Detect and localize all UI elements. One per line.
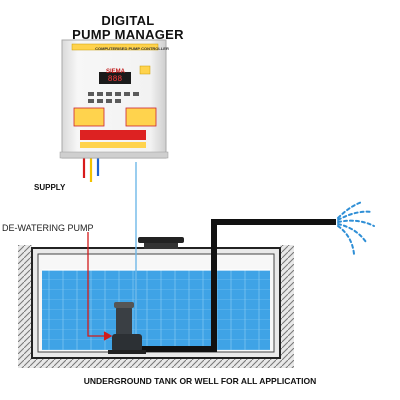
panel-buttons <box>88 92 139 103</box>
delivery-pipe <box>138 219 336 352</box>
warning-label <box>73 107 105 127</box>
control-panel: 888 <box>59 39 169 159</box>
panel-indicator <box>139 65 151 75</box>
panel-strip-label: COMPUTERISED PUMP CONTROLLER <box>95 46 169 51</box>
tank <box>31 247 281 359</box>
water-spray <box>337 201 375 255</box>
water <box>42 270 270 350</box>
dewatering-pump <box>108 302 146 354</box>
title-line-2: PUMP MANAGER <box>72 27 184 42</box>
tank-caption: UNDERGROUND TANK OR WELL FOR ALL APPLICA… <box>83 376 317 386</box>
manhole-cover <box>138 237 184 249</box>
supply-label: SUPPLY <box>34 183 66 192</box>
panel-brand: SIEMA <box>106 69 126 75</box>
svg-text:888: 888 <box>108 75 123 84</box>
pump-pointer-arrow <box>87 232 113 341</box>
supply-wires <box>82 158 100 182</box>
pump-label: DE-WATERING PUMP <box>2 223 94 233</box>
title-line-1: DIGITAL <box>101 13 155 28</box>
panel-display <box>99 72 131 84</box>
warning-label-2 <box>125 107 157 127</box>
